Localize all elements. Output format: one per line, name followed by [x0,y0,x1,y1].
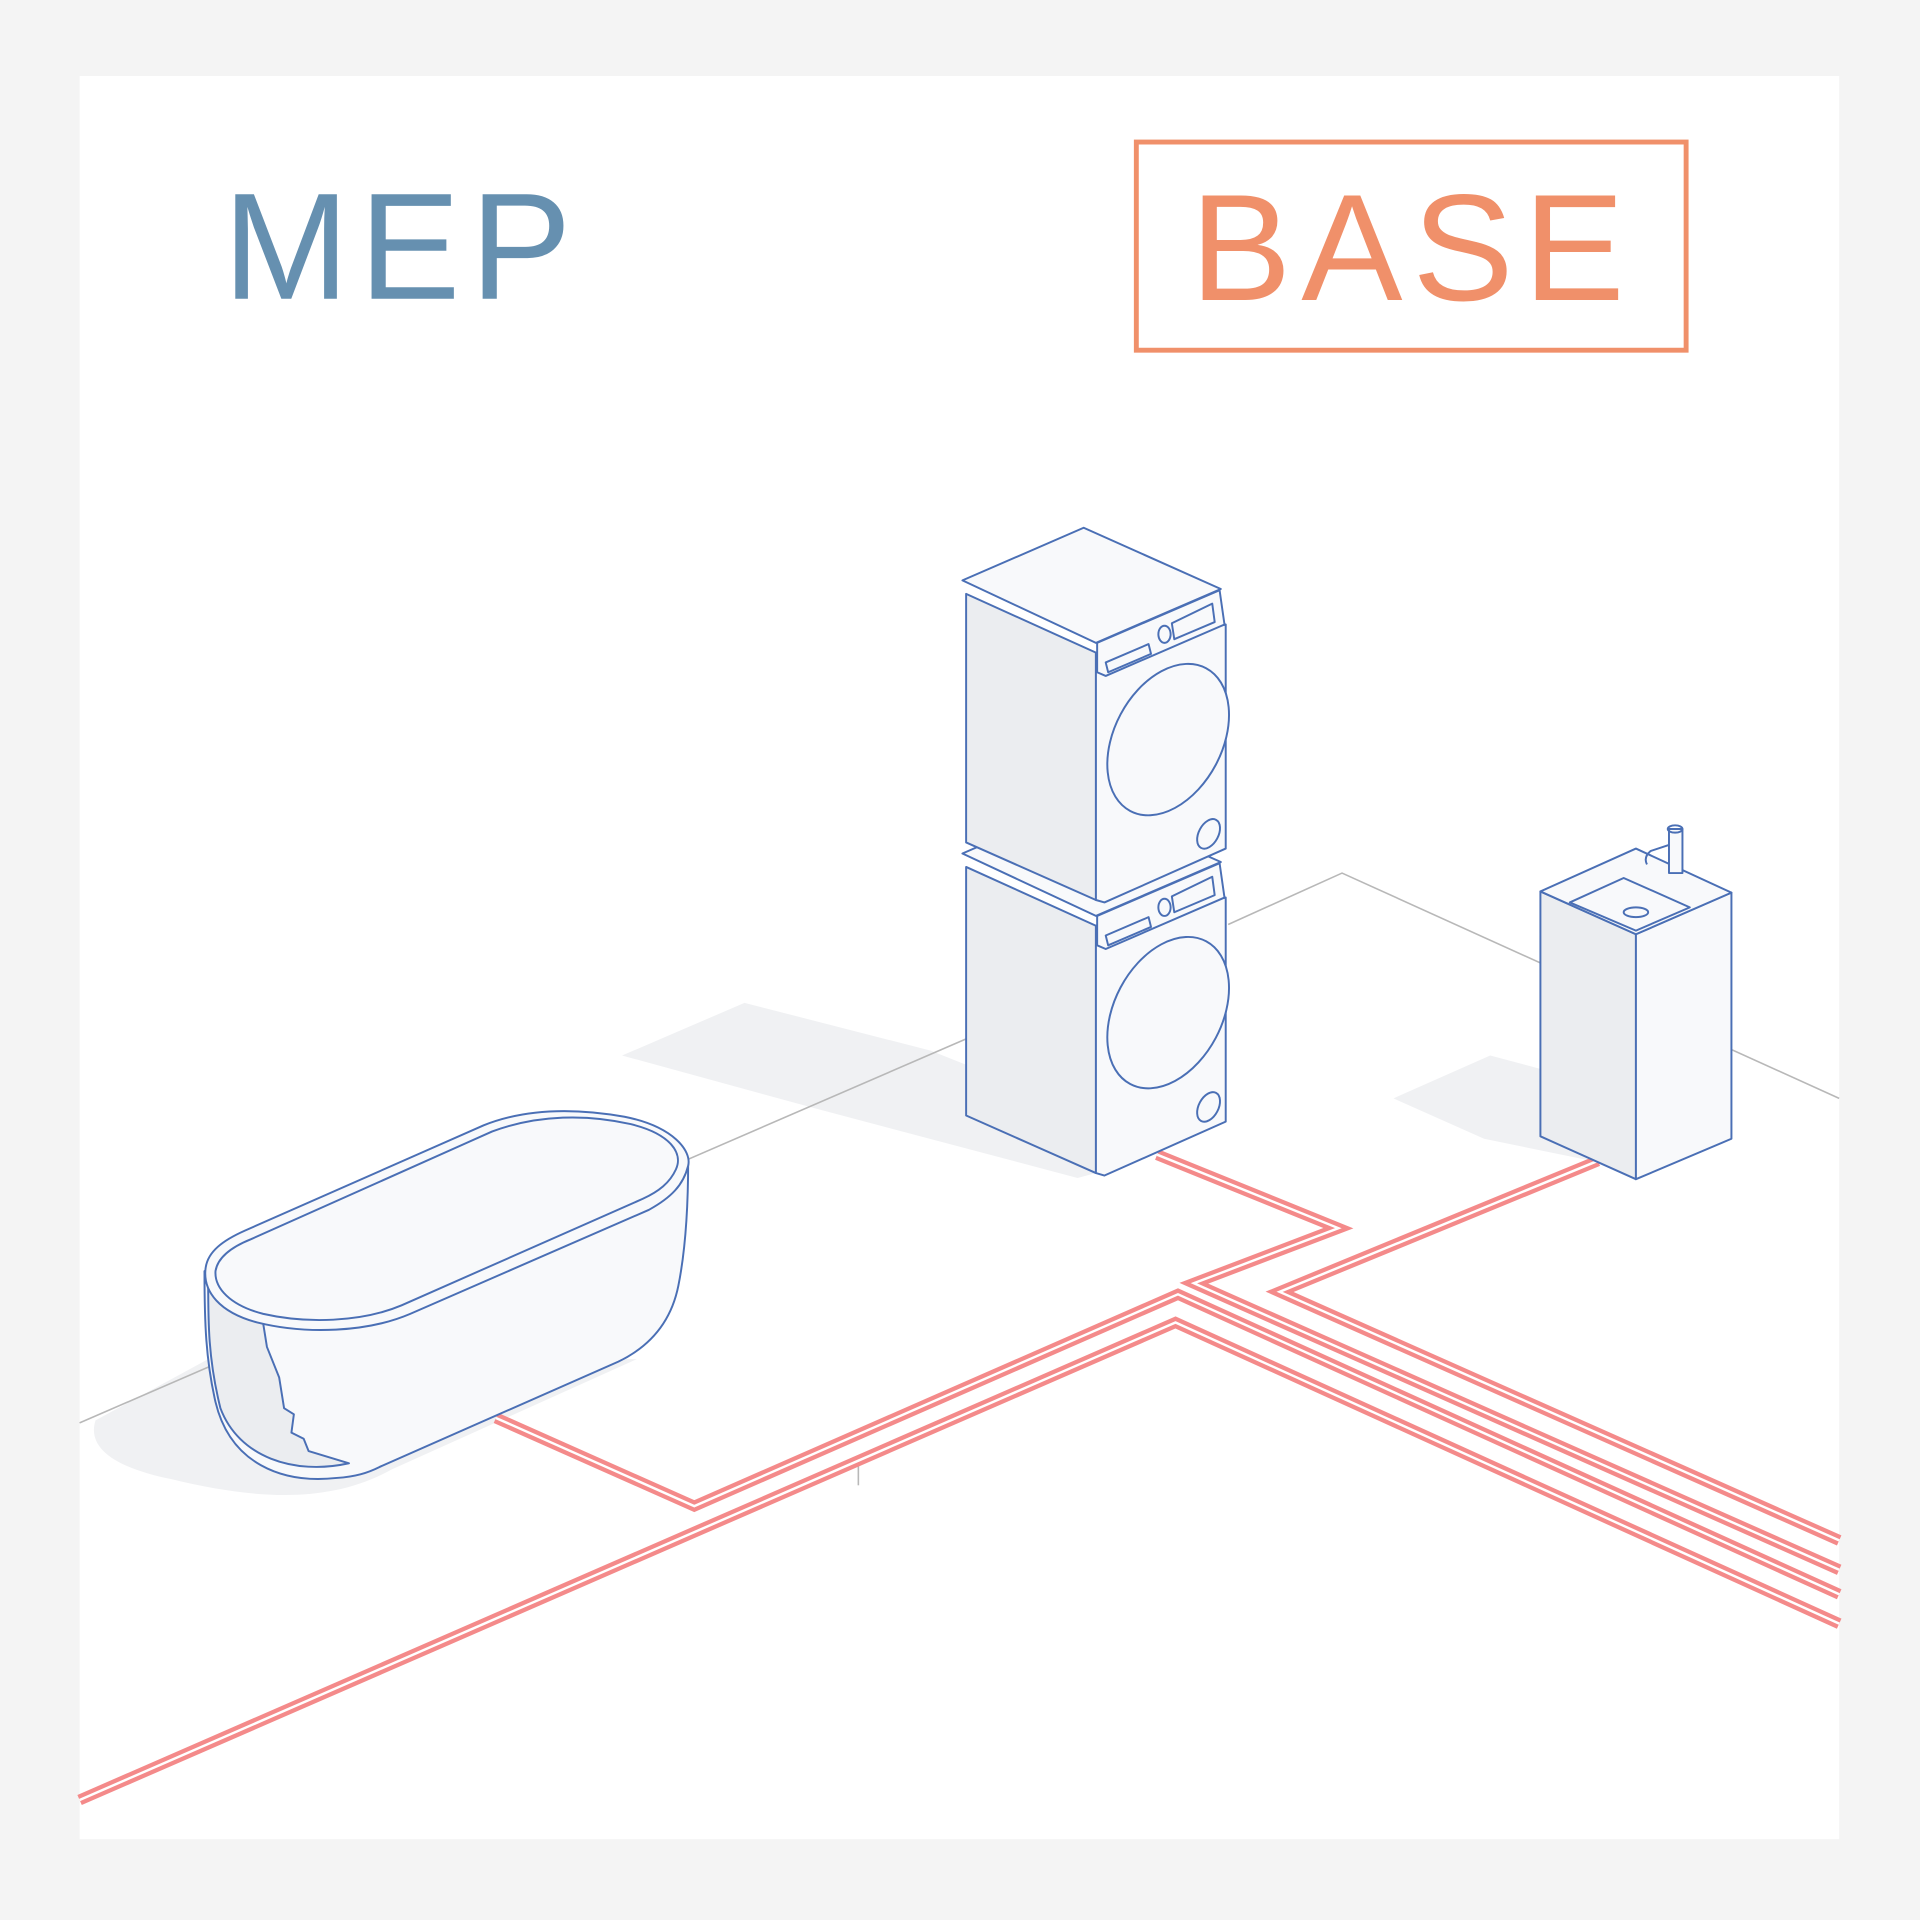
bathtub-icon [203,1110,690,1480]
dryer-icon [961,526,1230,904]
base-title: BASE [1190,164,1634,333]
washing-machine-icon [961,799,1230,1177]
sink-icon [1539,824,1733,1181]
pipe-network [77,1149,1842,1806]
mep-title: MEP [223,163,581,332]
base-title-frame [1133,139,1689,353]
